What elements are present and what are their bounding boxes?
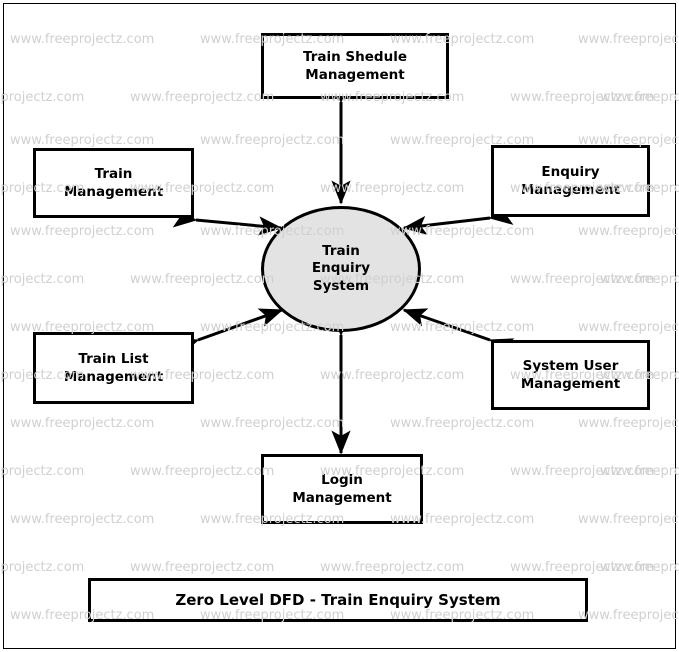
entity-label: Train Management [63, 165, 164, 200]
process-train-enquiry-system[interactable]: Train Enquiry System [261, 206, 421, 332]
diagram-caption-box: Zero Level DFD - Train Enquiry System [88, 578, 588, 622]
entity-train-management[interactable]: Train Management [33, 148, 194, 218]
entity-label: System User Management [520, 357, 621, 392]
entity-label: Enquiry Management [520, 163, 621, 198]
entity-train-shedule-management[interactable]: Train Shedule Management [261, 33, 449, 99]
flow-train-management [172, 208, 283, 236]
entity-train-list-management[interactable]: Train List Management [33, 332, 194, 404]
entity-label: Login Management [292, 471, 392, 506]
entity-login-management[interactable]: Login Management [261, 454, 423, 524]
process-label: Train Enquiry System [311, 242, 371, 294]
flow-system-user-management [402, 308, 515, 357]
diagram-title: Zero Level DFD - Train Enquiry System [175, 591, 501, 609]
flow-train-list-management [173, 308, 284, 357]
entity-label: Train List Management [63, 350, 164, 385]
entity-enquiry-management[interactable]: Enquiry Management [491, 145, 650, 217]
entity-label: Train Shedule Management [303, 48, 407, 83]
flow-enquiry-management [402, 205, 514, 235]
entity-system-user-management[interactable]: System User Management [491, 340, 650, 410]
